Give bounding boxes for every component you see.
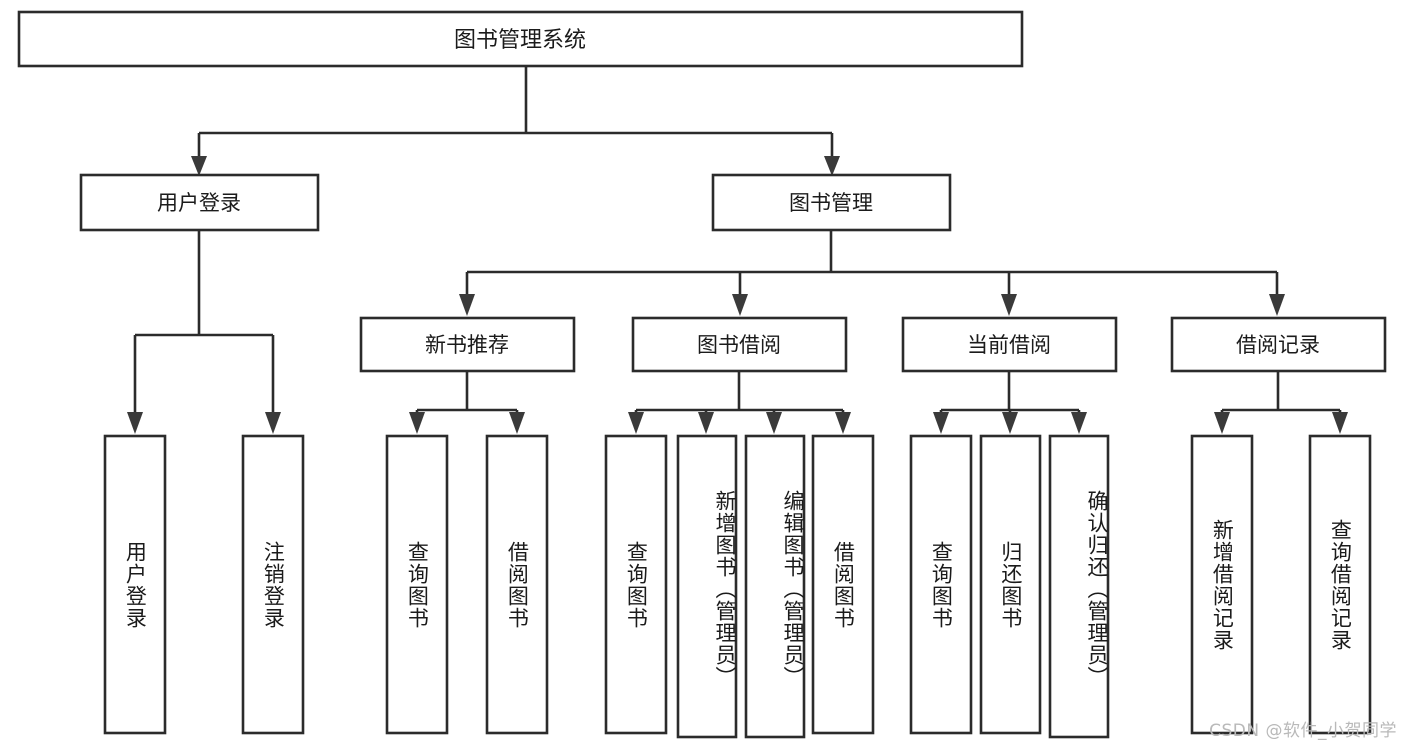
leaf-box-new-book-1[interactable] [485, 434, 549, 735]
node-book-management[interactable]: 图书管理 [711, 173, 952, 232]
arrow-head-icon [933, 412, 949, 434]
root-label: 图书管理系统 [454, 28, 586, 53]
node-borrow-record[interactable]: 借阅记录 [1170, 316, 1387, 373]
leaf-box-book-borrow-1[interactable] [676, 434, 738, 739]
leaf-box-borrow-record-0[interactable] [1190, 434, 1254, 735]
level2-label-1: 图书管理 [789, 191, 873, 215]
arrow-head-icon [698, 412, 714, 434]
arrow-head-icon [732, 294, 748, 316]
level3-label-0: 新书推荐 [425, 333, 509, 357]
level3-box-0 [359, 316, 576, 373]
arrow-head-icon [1332, 412, 1348, 434]
arrow-head-icon [835, 412, 851, 434]
arrow-head-icon [409, 412, 425, 434]
leaf-box-book-borrow-2[interactable] [744, 434, 806, 739]
arrow-head-icon [824, 156, 840, 176]
node-user-login[interactable]: 用户登录 [79, 173, 320, 232]
connector-book-borrow-to-leaves [628, 371, 851, 434]
root-box [17, 10, 1024, 68]
level2-label-0: 用户登录 [157, 191, 241, 215]
arrow-head-icon [766, 412, 782, 434]
arrow-head-icon [127, 412, 143, 434]
connector-root-to-level2 [191, 66, 840, 176]
arrow-head-icon [1002, 412, 1018, 434]
node-root[interactable]: 图书管理系统 [17, 10, 1024, 68]
leaf-box-current-borrow-0[interactable] [909, 434, 973, 735]
node-current-borrow[interactable]: 当前借阅 [901, 316, 1118, 373]
level3-label-3: 借阅记录 [1236, 333, 1320, 357]
connector-borrow-record-to-leaves [1214, 371, 1348, 434]
leaf-box-book-borrow-0[interactable] [604, 434, 668, 735]
leaf-box-current-borrow-2[interactable] [1048, 434, 1110, 739]
arrow-head-icon [459, 294, 475, 316]
connector-new-book-recommend-to-leaves [409, 371, 525, 434]
leaf-box-borrow-record-1[interactable] [1308, 434, 1372, 735]
connector-user-login-to-leaves [127, 230, 281, 434]
level3-box-2 [901, 316, 1118, 373]
leaf-box-new-book-0[interactable] [385, 434, 449, 735]
level3-label-1: 图书借阅 [697, 333, 781, 357]
level2-box-0 [79, 173, 320, 232]
leaf-box-user-login-1[interactable] [241, 434, 305, 735]
node-book-borrow[interactable]: 图书借阅 [631, 316, 848, 373]
arrow-head-icon [1071, 412, 1087, 434]
leaf-box-user-login-0[interactable] [103, 434, 167, 735]
arrow-head-icon [1214, 412, 1230, 434]
leaf-box-book-borrow-3[interactable] [811, 434, 875, 735]
arrow-head-icon [628, 412, 644, 434]
arrow-head-icon [265, 412, 281, 434]
leaf-box-current-borrow-1[interactable] [979, 434, 1042, 735]
connector-book-management-to-level3 [459, 230, 1285, 316]
watermark-text: CSDN @软件_小贺同学 [1209, 721, 1397, 741]
arrow-head-icon [191, 156, 207, 176]
arrow-head-icon [1001, 294, 1017, 316]
arrow-head-icon [509, 412, 525, 434]
connector-current-borrow-to-leaves [933, 371, 1087, 434]
arrow-head-icon [1269, 294, 1285, 316]
node-new-book-recommend[interactable]: 新书推荐 [359, 316, 576, 373]
level3-label-2: 当前借阅 [967, 333, 1051, 357]
